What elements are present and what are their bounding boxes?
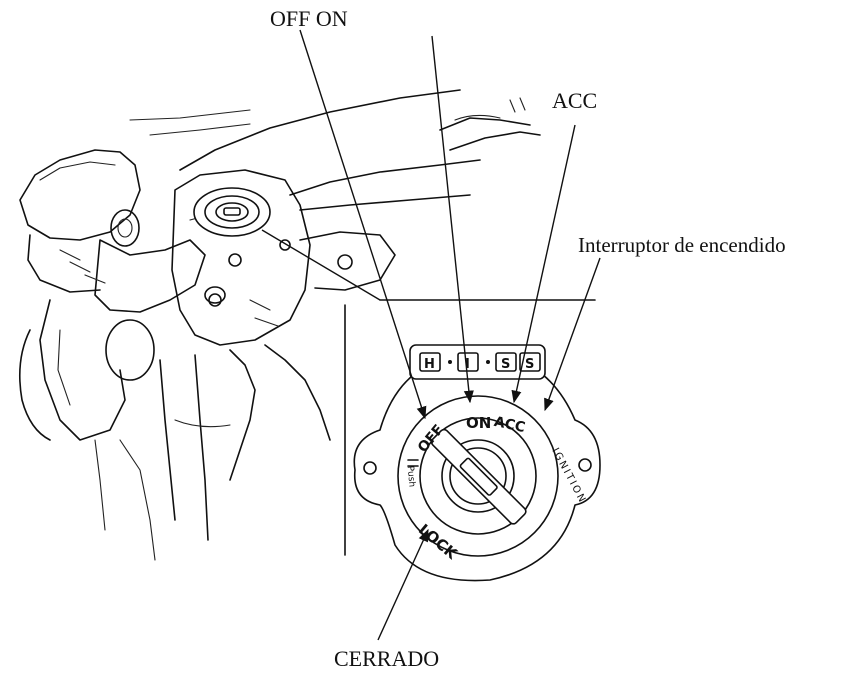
on-leader xyxy=(431,35,474,404)
switch-outer-ring xyxy=(397,395,559,557)
left-switch-housing xyxy=(19,149,141,241)
callout-ignition-switch: Interruptor de encendido xyxy=(578,233,786,257)
lock-leader xyxy=(377,528,429,641)
lever-body xyxy=(94,239,206,313)
inset-frame xyxy=(344,299,596,556)
switch-inner-ring xyxy=(419,417,537,535)
switch-knob xyxy=(110,209,140,247)
callout-leaders xyxy=(299,29,601,641)
symbol-h: H xyxy=(424,357,435,372)
callout-locked: CERRADO xyxy=(334,646,439,671)
dial-acc-label: ACC xyxy=(493,414,527,436)
acc-leader xyxy=(511,124,576,404)
top-clamp xyxy=(171,169,311,346)
ignition-switch-detail: H I S S ON ACC OFF LOCK Push IGNITION xyxy=(353,344,601,582)
zoom-leader-line xyxy=(261,229,381,301)
dial-on-label: ON xyxy=(466,414,491,432)
dial-push-label: Push xyxy=(405,465,417,487)
symbol-i: I xyxy=(465,357,470,372)
ignition-switch-leader xyxy=(544,257,601,412)
callout-off-on: OFF ON xyxy=(270,6,348,31)
motorcycle-line-art xyxy=(18,89,541,561)
callout-acc: ACC xyxy=(552,88,597,113)
off-leader xyxy=(299,29,427,420)
key-slot xyxy=(430,428,527,525)
symbol-s1: S xyxy=(501,357,510,372)
indicator-symbols: H I S S xyxy=(419,352,541,372)
symbol-s2: S xyxy=(525,357,534,372)
left-fork-leg xyxy=(39,299,126,441)
